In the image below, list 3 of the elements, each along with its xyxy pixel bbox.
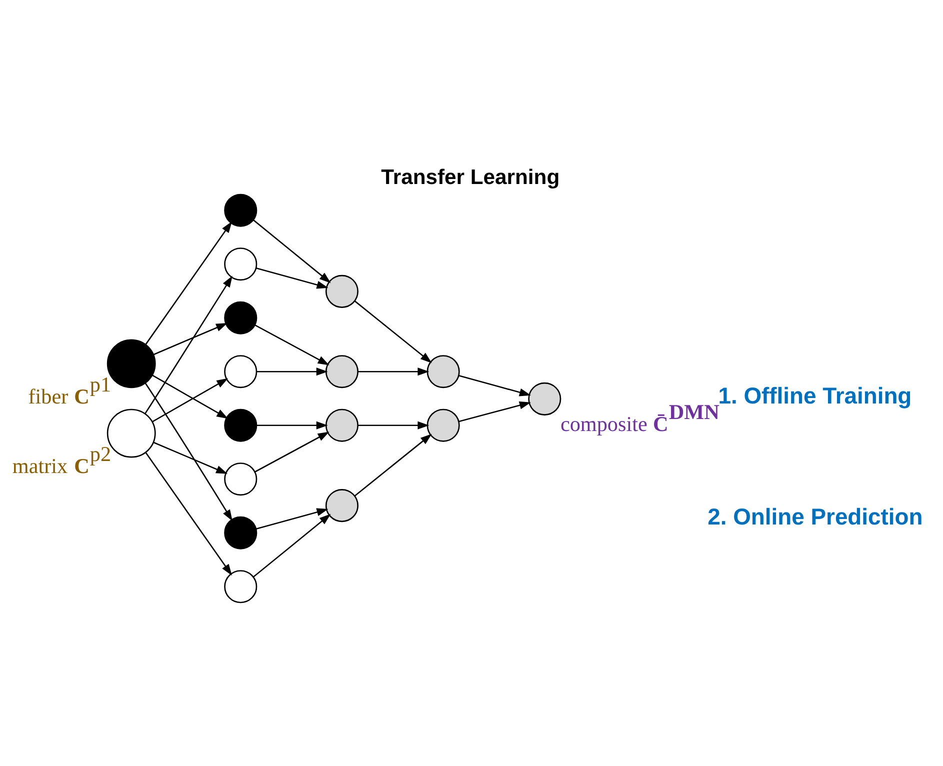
diagram-title: Transfer Learning [381, 166, 560, 189]
label: 2. Online Prediction [708, 502, 923, 529]
label: 1. Offline Training [718, 382, 912, 408]
